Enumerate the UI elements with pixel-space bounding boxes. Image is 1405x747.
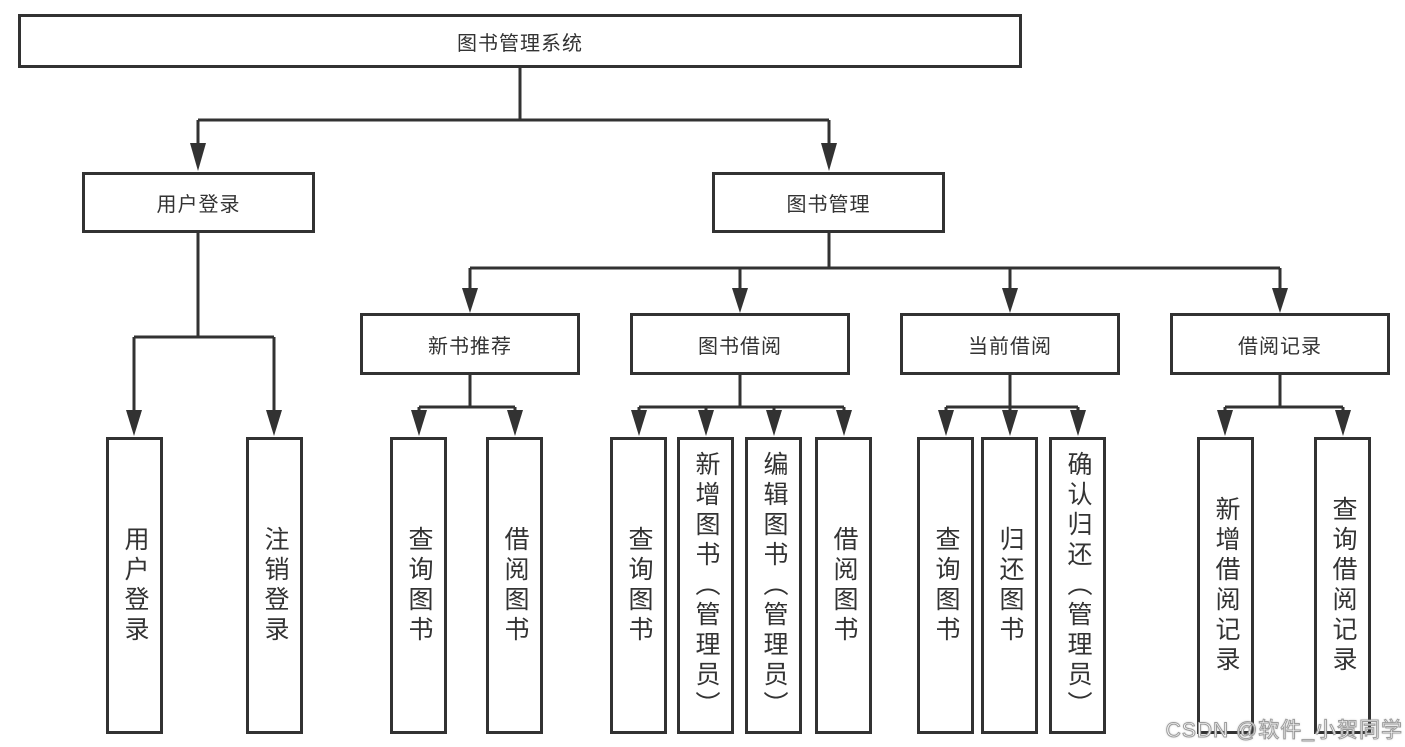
node-book-management: 图书管理 [712, 172, 945, 233]
leaf-return-book: 归还图书 [981, 437, 1038, 734]
leaf-borrow-book-recommend: 借阅图书 [486, 437, 543, 734]
watermark: CSDN @软件_小贺同学 [1165, 719, 1403, 743]
leaf-edit-book-admin: 编辑图书（管理员） [745, 437, 802, 734]
leaf-add-borrow-record: 新增借阅记录 [1197, 437, 1254, 734]
node-new-book-recommend: 新书推荐 [360, 313, 580, 375]
leaf-query-book-current: 查询图书 [917, 437, 974, 734]
leaf-add-book-admin: 新增图书（管理员） [677, 437, 734, 734]
leaf-user-login: 用户登录 [106, 437, 163, 734]
node-borrowing-records: 借阅记录 [1170, 313, 1390, 375]
leaf-confirm-return-admin: 确认归还（管理员） [1049, 437, 1106, 734]
node-book-borrowing: 图书借阅 [630, 313, 850, 375]
leaf-borrow-book-borrowing: 借阅图书 [815, 437, 872, 734]
leaf-query-borrow-record: 查询借阅记录 [1314, 437, 1371, 734]
node-root: 图书管理系统 [18, 14, 1022, 68]
leaf-query-book-recommend: 查询图书 [390, 437, 447, 734]
node-current-borrowing: 当前借阅 [900, 313, 1120, 375]
leaf-query-book-borrowing: 查询图书 [610, 437, 667, 734]
node-user-login: 用户登录 [82, 172, 315, 233]
leaf-logout: 注销登录 [246, 437, 303, 734]
